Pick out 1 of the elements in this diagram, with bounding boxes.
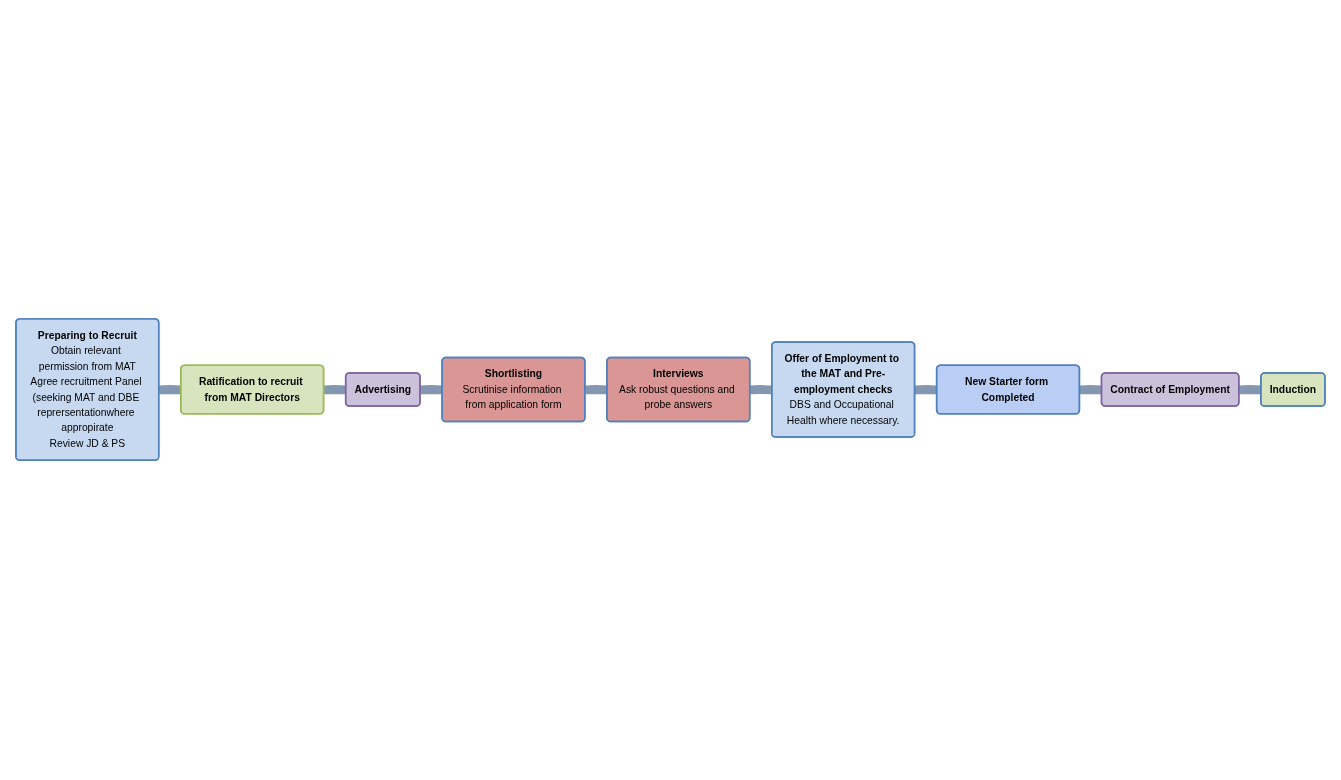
connector (420, 385, 443, 395)
